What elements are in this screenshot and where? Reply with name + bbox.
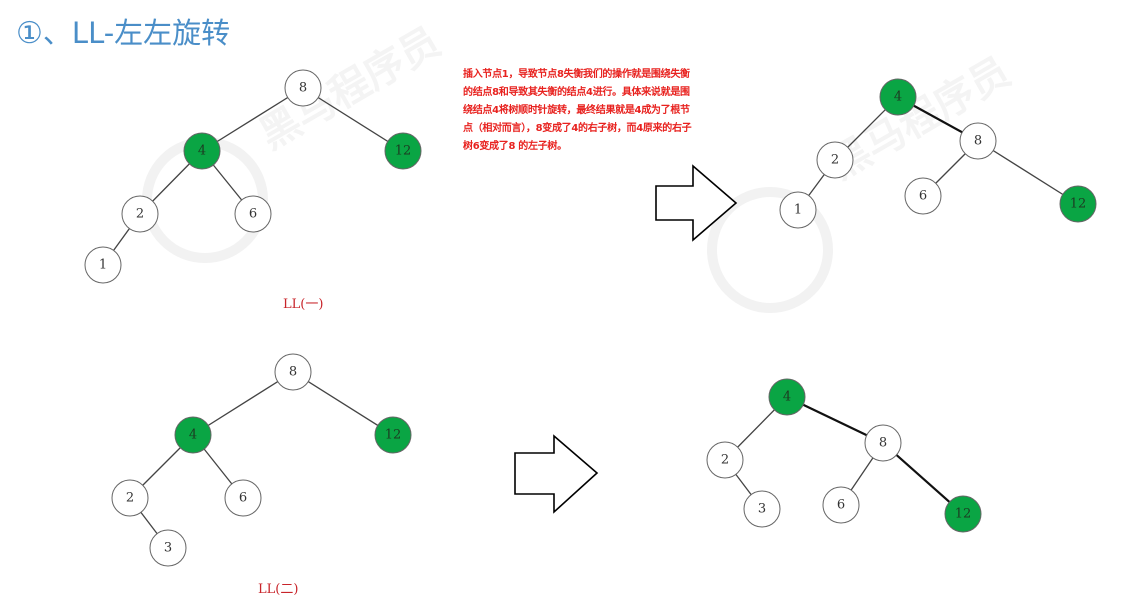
tree-node-label: 1 [794, 203, 802, 218]
tree-node-circle [779, 191, 817, 229]
tree-node-circle [816, 141, 854, 179]
tree-node: 6 [822, 486, 860, 524]
tree-node-label: 4 [189, 428, 197, 443]
tree-node-circle [284, 69, 322, 107]
tree-node-label: 8 [974, 134, 982, 149]
tree-node-circle [149, 529, 187, 567]
tree-node: 12 [374, 416, 412, 454]
tree-node: 4 [174, 416, 212, 454]
tree-node-label: 6 [249, 207, 257, 222]
tree-node-circle [822, 486, 860, 524]
caption-case-1: LL(一) [283, 297, 324, 312]
tree-node: 3 [743, 490, 781, 528]
tree-node: 8 [274, 353, 312, 391]
tree-node-label: 2 [721, 453, 729, 468]
tree-node-circle [111, 479, 149, 517]
tree-node-label: 8 [299, 81, 307, 96]
tree-edge [977, 140, 1079, 205]
caption-case-2: LL(二) [258, 582, 299, 597]
tree-node: 8 [959, 122, 997, 160]
tree-node-label: 4 [894, 90, 902, 105]
circled-number: ① [16, 16, 43, 51]
tree-node-label: 2 [126, 491, 134, 506]
tree-node-label: 12 [385, 428, 402, 443]
tree-node-circle [959, 122, 997, 160]
tree-edge [292, 371, 394, 436]
tree-node: 4 [183, 132, 221, 170]
tree-node-circle [174, 416, 212, 454]
tree-node-circle [224, 479, 262, 517]
watermark-text: 黑马程序员 [252, 19, 448, 159]
tree-node: 12 [384, 132, 422, 170]
tree-node: 1 [84, 246, 122, 284]
tree-edge [302, 87, 404, 152]
tree-node-label: 8 [879, 436, 887, 451]
tree-node: 4 [768, 378, 806, 416]
tree-node-label: 12 [1070, 197, 1087, 212]
tree-edge [201, 87, 304, 152]
tree-node: 2 [706, 441, 744, 479]
tree-node-circle [706, 441, 744, 479]
tree-edge [192, 371, 294, 436]
tree-node-circle [84, 246, 122, 284]
tree-node: 12 [944, 495, 982, 533]
tree-node: 12 [1059, 185, 1097, 223]
tree-node-label: 12 [395, 144, 412, 159]
tree-node-circle [743, 490, 781, 528]
arrow-right-icon [655, 164, 738, 242]
tree-node-circle [944, 495, 982, 533]
tree-node: 1 [779, 191, 817, 229]
tree-node: 6 [904, 177, 942, 215]
tree-node-label: 6 [919, 189, 927, 204]
watermark-logo-icon [707, 187, 833, 313]
tree-node: 3 [149, 529, 187, 567]
tree-node: 6 [224, 479, 262, 517]
tree-node-circle [384, 132, 422, 170]
tree-node-label: 2 [136, 207, 144, 222]
tree-node: 6 [234, 195, 272, 233]
tree-node-circle [234, 195, 272, 233]
tree-node-circle [374, 416, 412, 454]
tree-node-label: 6 [239, 491, 247, 506]
tree-node-circle [768, 378, 806, 416]
tree-node-label: 2 [831, 153, 839, 168]
page-title-text: 、LL-左左旋转 [42, 16, 231, 50]
tree-node-label: 8 [289, 365, 297, 380]
explanation-note: 插入节点1，导致节点8失衡我们的操作就是围绕失衡的结点8和导致其失衡的结点4进行… [463, 69, 692, 152]
tree-node-label: 12 [955, 507, 972, 522]
tree-node: 2 [121, 195, 159, 233]
tree-node-label: 1 [99, 258, 107, 273]
tree-node-circle [1059, 185, 1097, 223]
tree-node-label: 3 [758, 502, 766, 517]
tree-node-label: 4 [198, 144, 206, 159]
tree-node: 2 [816, 141, 854, 179]
tree-node-label: 6 [837, 498, 845, 513]
tree-node: 2 [111, 479, 149, 517]
page-title: ①、LL-左左旋转 [16, 10, 230, 52]
tree-node: 4 [879, 78, 917, 116]
tree-node-circle [183, 132, 221, 170]
watermark-layer: 黑马程序员 黑马程序员 [142, 19, 1018, 313]
tree-node: 8 [864, 424, 902, 462]
tree-node: 8 [284, 69, 322, 107]
arrow-right-icon [514, 434, 599, 514]
tree-node-circle [121, 195, 159, 233]
tree-node-label: 3 [164, 541, 172, 556]
tree-node-label: 4 [783, 390, 791, 405]
tree-node-circle [904, 177, 942, 215]
tree-node-circle [864, 424, 902, 462]
tree-node-circle [274, 353, 312, 391]
tree-node-circle [879, 78, 917, 116]
